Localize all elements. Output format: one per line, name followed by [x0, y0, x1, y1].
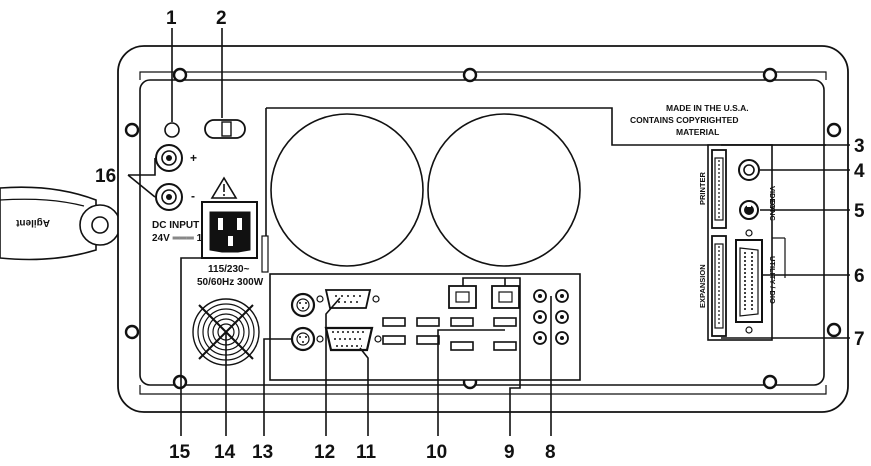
serial-port[interactable]	[316, 289, 380, 309]
callout-12: 12	[314, 442, 335, 463]
callout-13: 13	[252, 442, 273, 463]
screw	[762, 374, 778, 390]
dc-minus-label: -	[191, 189, 195, 203]
printer-port[interactable]	[711, 149, 727, 229]
screw	[762, 67, 778, 83]
screw	[124, 122, 140, 138]
carry-handle: Agilent	[0, 186, 121, 261]
sync-port[interactable]	[739, 200, 759, 220]
video-label: VIDEO	[768, 186, 777, 210]
ps2-port-top[interactable]	[290, 292, 316, 318]
callout-1: 1	[166, 8, 177, 29]
notice-line2: CONTAINS COPYRIGHTED	[630, 115, 738, 125]
screw	[124, 324, 140, 340]
left-fan-opening	[270, 113, 424, 267]
printer-label: PRINTER	[698, 171, 707, 205]
expansion-port[interactable]	[711, 235, 727, 337]
utility-dio-label: UTILITY / DIO	[768, 256, 777, 304]
expansion-label: EXPANSION	[698, 264, 707, 308]
callout-5: 5	[854, 201, 865, 222]
audio-jacks[interactable]	[533, 289, 569, 345]
ac-freq-label: 50/60Hz 300W	[197, 277, 264, 288]
handle-logo-text: Agilent	[15, 217, 50, 228]
callout-10: 10	[426, 442, 447, 463]
dc-terminals	[155, 144, 183, 211]
screw	[462, 67, 478, 83]
video-port[interactable]	[738, 159, 760, 181]
notice-line1: MADE IN THE U.S.A.	[666, 103, 749, 113]
callout-16: 16	[95, 166, 116, 187]
screw	[826, 322, 842, 338]
dc-rating-label: 24V ═══ 11A	[152, 233, 214, 244]
callout-4: 4	[854, 161, 865, 182]
callout-3: 3	[854, 136, 865, 157]
ground-post	[164, 122, 180, 138]
callout-11: 11	[356, 442, 377, 463]
screw	[826, 122, 842, 138]
utility-dio-port[interactable]	[735, 229, 763, 334]
notice-line3: MATERIAL	[676, 127, 719, 137]
callout-8: 8	[545, 442, 556, 463]
callout-leaders	[127, 28, 850, 436]
callout-6: 6	[854, 266, 865, 287]
io-panel	[269, 273, 581, 381]
ps2-port-bottom[interactable]	[290, 326, 316, 352]
panel-screws	[124, 67, 842, 390]
ac-rating-label: 115/230~	[208, 264, 250, 275]
callout-2: 2	[216, 8, 227, 29]
right-fan-opening	[427, 113, 581, 267]
screw	[172, 67, 188, 83]
usb-ports[interactable]	[382, 317, 517, 351]
vga-port[interactable]	[316, 326, 382, 352]
dc-input-label: DC INPUT	[152, 220, 199, 231]
screw	[172, 374, 188, 390]
callout-7: 7	[854, 329, 865, 350]
callout-9: 9	[504, 442, 515, 463]
dc-plus-label: +	[190, 151, 197, 165]
callout-14: 14	[214, 442, 236, 463]
callout-15: 15	[169, 442, 191, 463]
